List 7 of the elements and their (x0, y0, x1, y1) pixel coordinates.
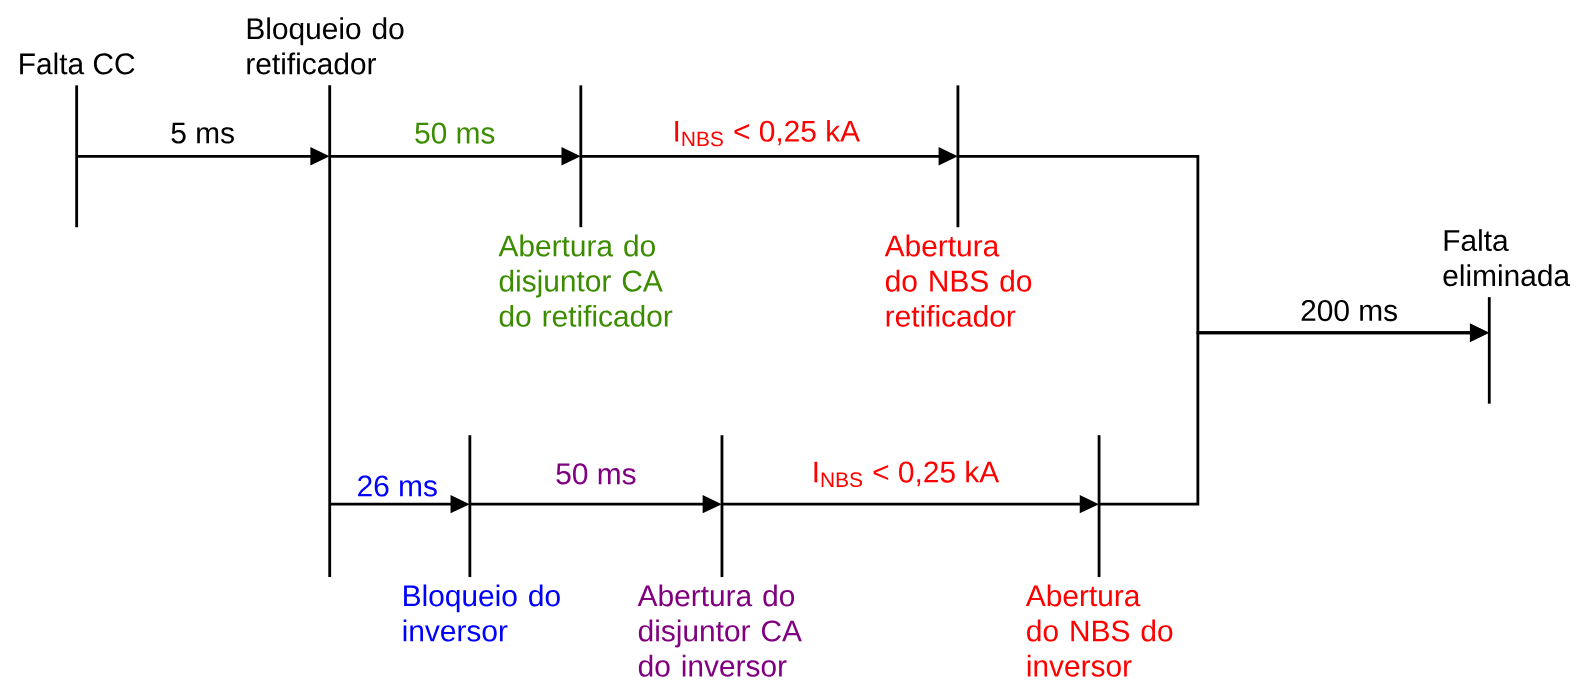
edge-label: I$_{NBS}$ < 0,25 kA (809, 459, 1001, 490)
edge-label: 50 ms (553, 461, 639, 487)
edge-label: 26 ms (354, 473, 440, 499)
edge-label: 50 ms (412, 120, 498, 146)
edge-label: 5 ms (168, 121, 237, 146)
edge-label: I$_{NBS}$ < 0,25 kA (670, 118, 862, 149)
edge-label: 200 ms (1298, 298, 1400, 324)
